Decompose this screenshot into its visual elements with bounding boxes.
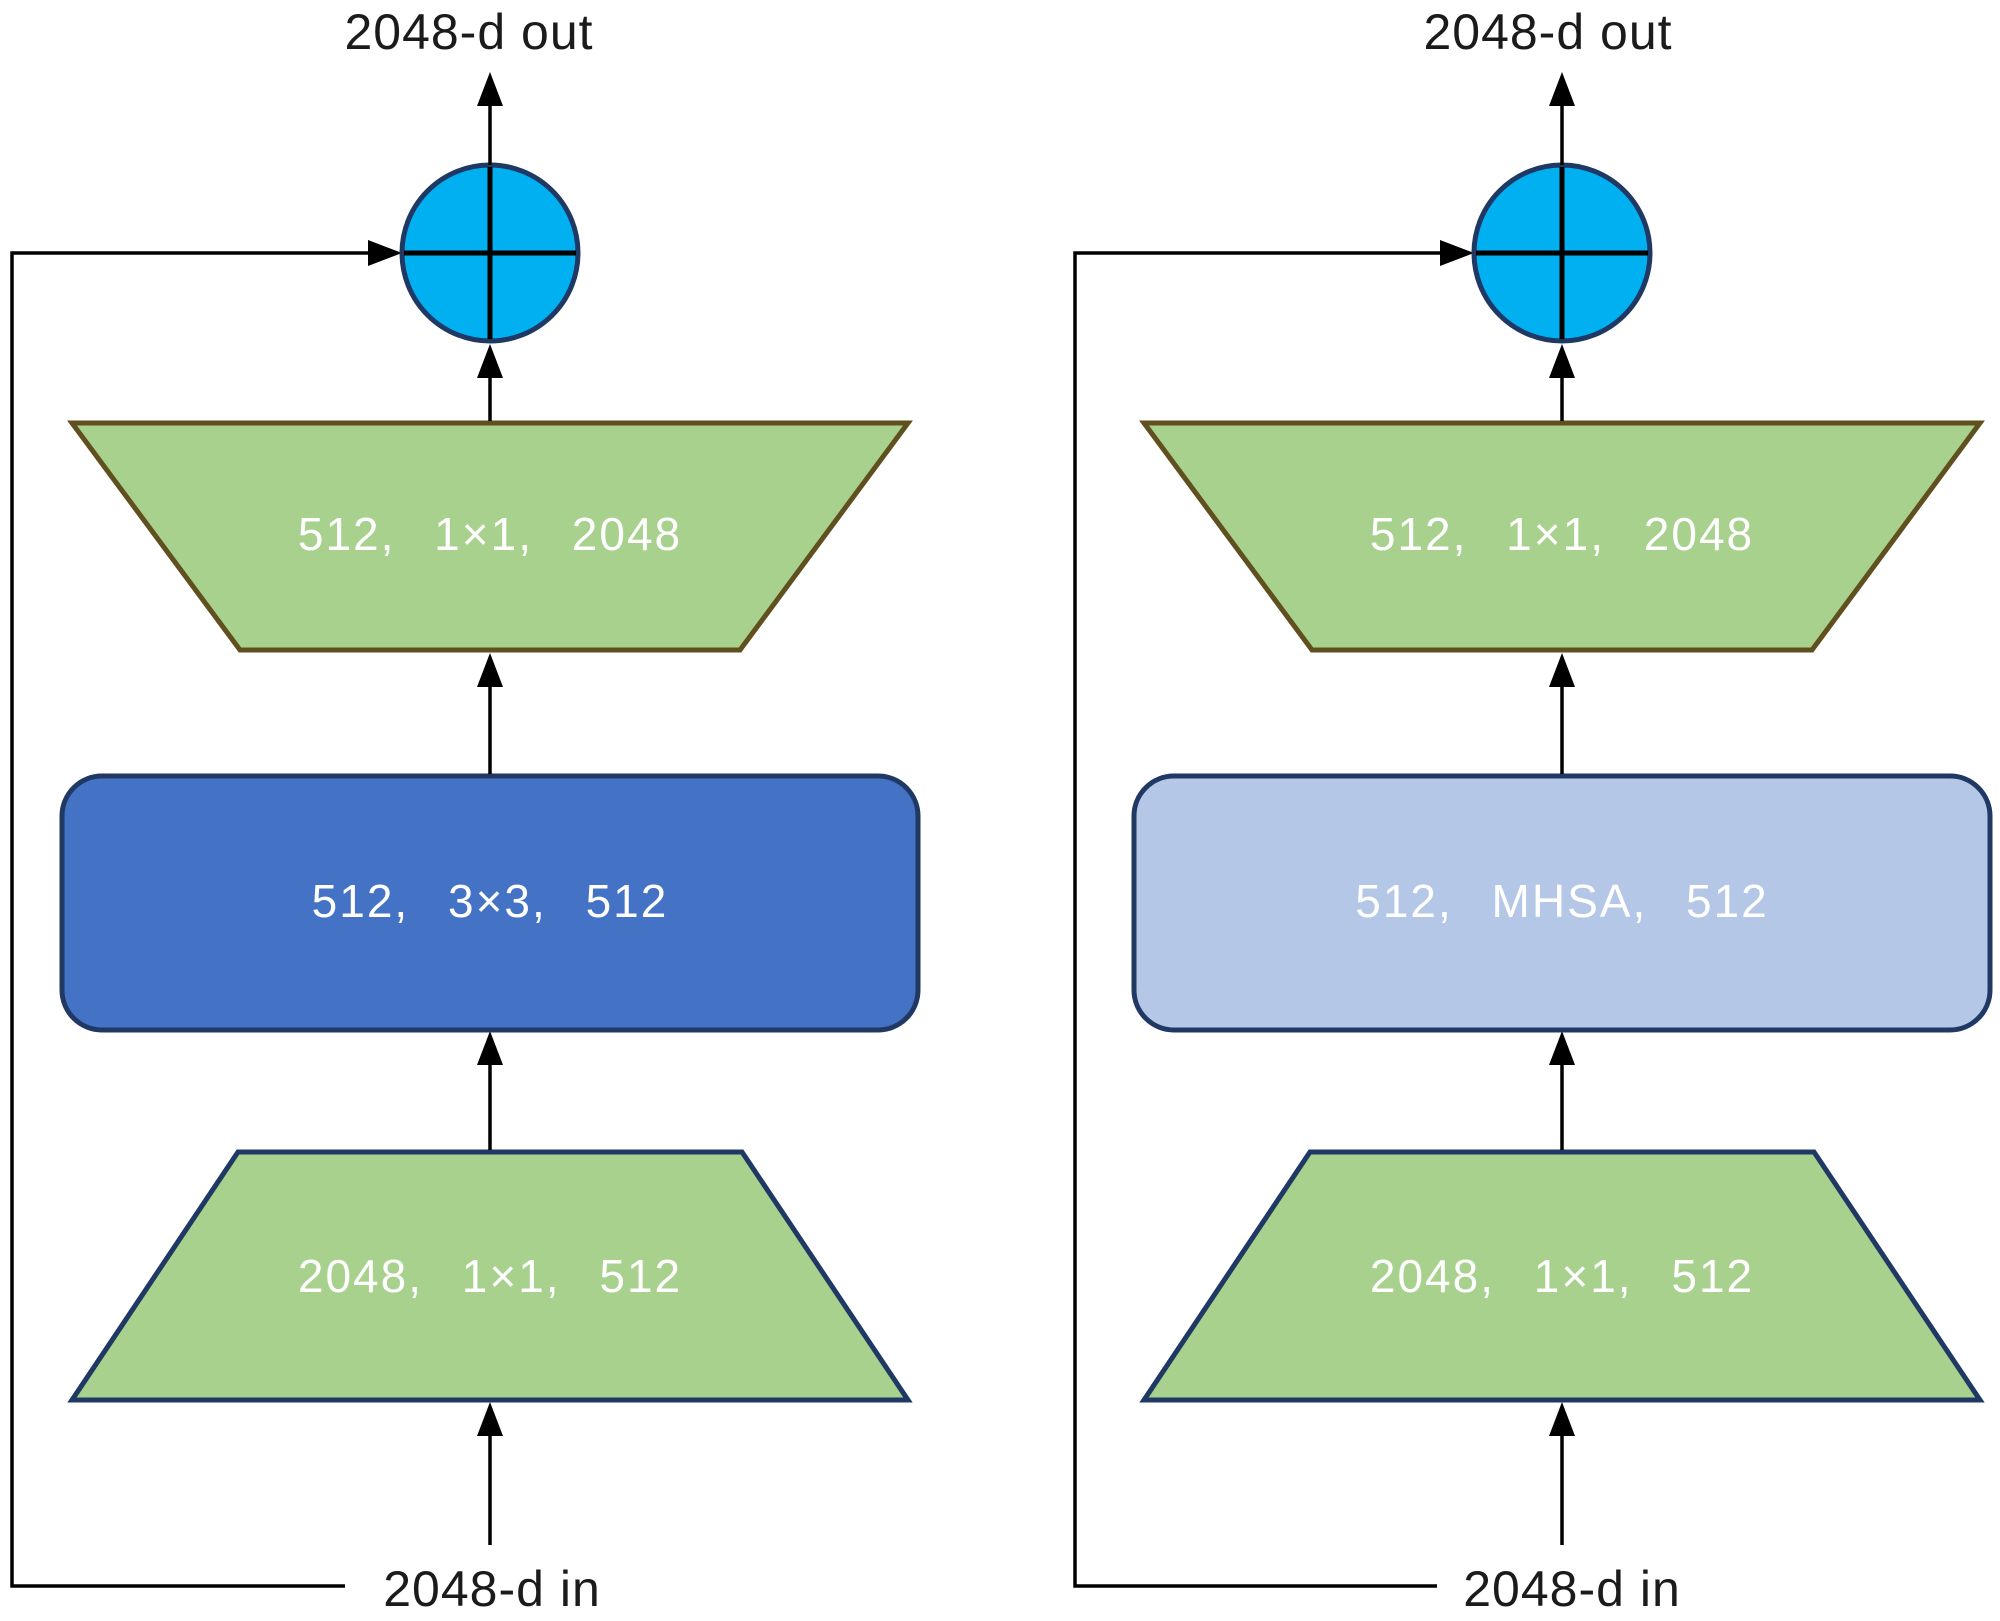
mhsa-label: 512, MHSA, 512: [1355, 875, 1769, 927]
elementwise-add-node: [399, 162, 581, 344]
arrowhead-icon: [477, 653, 503, 687]
arrowhead-icon: [477, 344, 503, 378]
skip-connection-line: [1073, 251, 1442, 1588]
output-arrowhead-icon: [477, 72, 503, 106]
mhsa-block: [1131, 773, 1993, 1033]
output-arrow: [1549, 72, 1575, 165]
conv-spatial-block: [59, 773, 921, 1033]
arrow-expand-to-add: [477, 344, 503, 421]
conv-reduce-trapezoid: [67, 1149, 913, 1403]
input-dimension-label: 2048-d in: [383, 1561, 601, 1617]
right-block-diagram: 2048, 1×1, 512 512, MHSA, 512 512, 1×1, …: [1073, 4, 1993, 1617]
arrowhead-icon: [1549, 1031, 1575, 1065]
conv-reduce-trapezoid: [1139, 1149, 1985, 1403]
output-arrow: [477, 72, 503, 165]
arrow-reduce-to-spatial: [477, 1031, 503, 1150]
conv-expand-trapezoid: [1139, 420, 1985, 653]
output-dimension-label: 2048-d out: [344, 4, 593, 60]
conv-expand-trapezoid: [67, 420, 913, 653]
conv-reduce-label: 2048, 1×1, 512: [1370, 1250, 1754, 1302]
output-dimension-label: 2048-d out: [1423, 4, 1672, 60]
skip-connection-arrowhead-icon: [368, 240, 402, 266]
conv-expand-label: 512, 1×1, 2048: [298, 508, 682, 560]
output-arrowhead-icon: [1549, 72, 1575, 106]
arrowhead-icon: [1549, 344, 1575, 378]
skip-connection-line: [10, 251, 370, 1588]
input-arrow: [1549, 1402, 1575, 1545]
conv-spatial-label: 512, 3×3, 512: [312, 875, 669, 927]
elementwise-add-node: [1471, 162, 1653, 344]
arrowhead-icon: [477, 1031, 503, 1065]
left-block-diagram: 2048, 1×1, 512 512, 3×3, 512 512, 1×1, 2…: [10, 4, 921, 1617]
arrow-reduce-to-mhsa: [1549, 1031, 1575, 1150]
arrowhead-icon: [1549, 653, 1575, 687]
input-arrowhead-icon: [477, 1402, 503, 1436]
conv-reduce-label: 2048, 1×1, 512: [298, 1250, 682, 1302]
input-arrow: [477, 1402, 503, 1545]
input-arrowhead-icon: [1549, 1402, 1575, 1436]
arrow-mhsa-to-expand: [1549, 653, 1575, 774]
input-dimension-label: 2048-d in: [1463, 1561, 1681, 1617]
conv-expand-label: 512, 1×1, 2048: [1370, 508, 1754, 560]
arrow-expand-to-add: [1549, 344, 1575, 421]
arrow-spatial-to-expand: [477, 653, 503, 774]
skip-connection-arrowhead-icon: [1440, 240, 1474, 266]
